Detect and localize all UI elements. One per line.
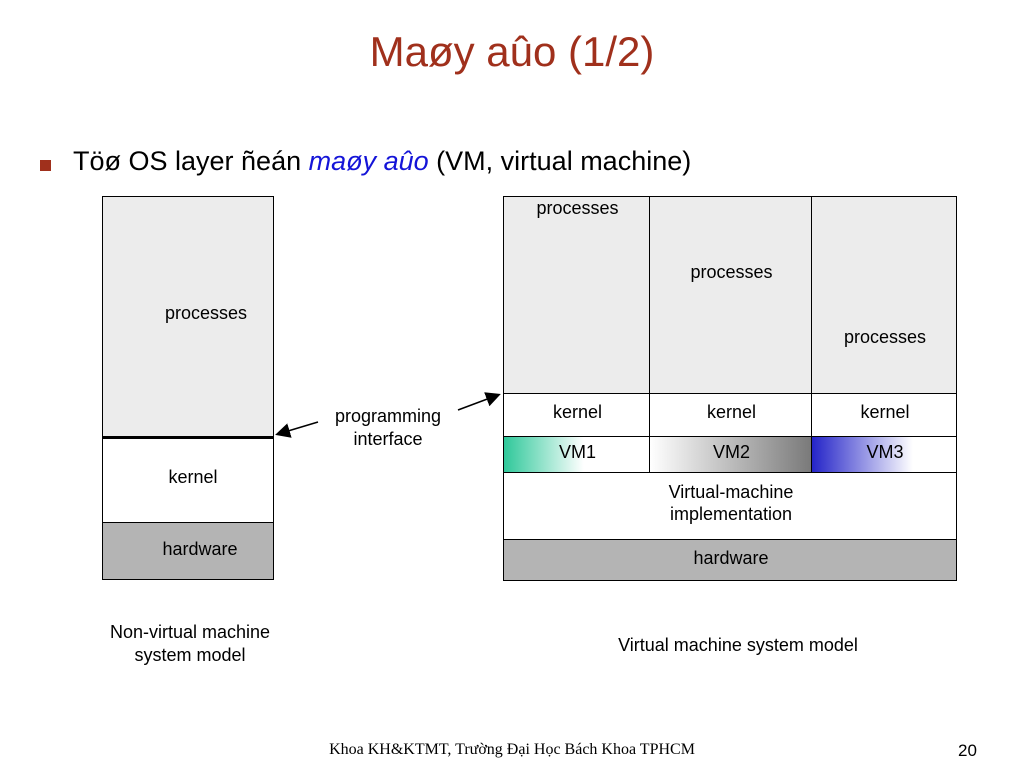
interface-label-line2: interface [353, 429, 423, 449]
left-arrow [275, 421, 319, 438]
vm-kernel-box-1: kernel [503, 393, 650, 437]
vm-kernel-label-3: kernel [860, 402, 910, 422]
non-vm-kernel-box: kernel [102, 436, 274, 524]
non-vm-caption-line1: Non-virtual machine [109, 622, 271, 642]
vm-hardware-label: hardware [693, 548, 769, 568]
slide-footer: Khoa KH&KTMT, Trường Đại Học Bách Khoa T… [329, 741, 695, 758]
vm-processes-label-2: processes [690, 262, 773, 282]
vm1-label: VM1 [558, 442, 596, 462]
right-arrow [457, 392, 501, 411]
vm3-label: VM3 [866, 442, 904, 462]
vm-implementation-line1: Virtual-machine [668, 482, 794, 502]
vm-processes-label-1: processes [536, 198, 619, 218]
bullet-suffix: (VM, virtual machine) [428, 146, 692, 176]
vm2-label: VM2 [712, 442, 750, 462]
vm-kernel-box-3: kernel [811, 393, 957, 437]
non-vm-hardware-box: hardware [102, 522, 274, 580]
non-vm-caption-line2: system model [134, 645, 246, 665]
slide-title: Maøy aûo (1/2) [369, 28, 655, 75]
vm-processes-box-3: processes [811, 196, 957, 394]
non-vm-caption: Non-virtual machine system model [80, 621, 300, 667]
vm-implementation-line2: implementation [669, 504, 793, 524]
bullet-emphasis: maøy aûo [308, 146, 429, 176]
vm-implementation-label: Virtual-machine implementation [504, 481, 958, 525]
vm-processes-label-3: processes [843, 327, 927, 347]
bullet-square-icon [40, 160, 51, 171]
bullet-text: Töø OS layer ñeán maøy aûo (VM, virtual … [73, 146, 691, 177]
vm-kernel-label-2: kernel [706, 402, 757, 422]
bullet-prefix: Töø OS layer ñeán [73, 146, 309, 176]
programming-interface-label: programming interface [308, 405, 468, 451]
non-vm-kernel-label: kernel [168, 467, 218, 487]
vm-processes-box-1: processes [503, 196, 650, 394]
non-vm-processes-label: processes [164, 303, 248, 323]
non-vm-processes-box: processes [102, 196, 274, 438]
page-number: 20 [958, 741, 977, 760]
vm2-box: VM2 [649, 436, 812, 473]
interface-label-line1: programming [334, 406, 442, 426]
vm-hardware-box: hardware [503, 539, 957, 581]
vm-kernel-label-1: kernel [552, 402, 603, 422]
non-vm-hardware-label: hardware [162, 539, 238, 559]
vm-caption: Virtual machine system model [618, 635, 858, 655]
